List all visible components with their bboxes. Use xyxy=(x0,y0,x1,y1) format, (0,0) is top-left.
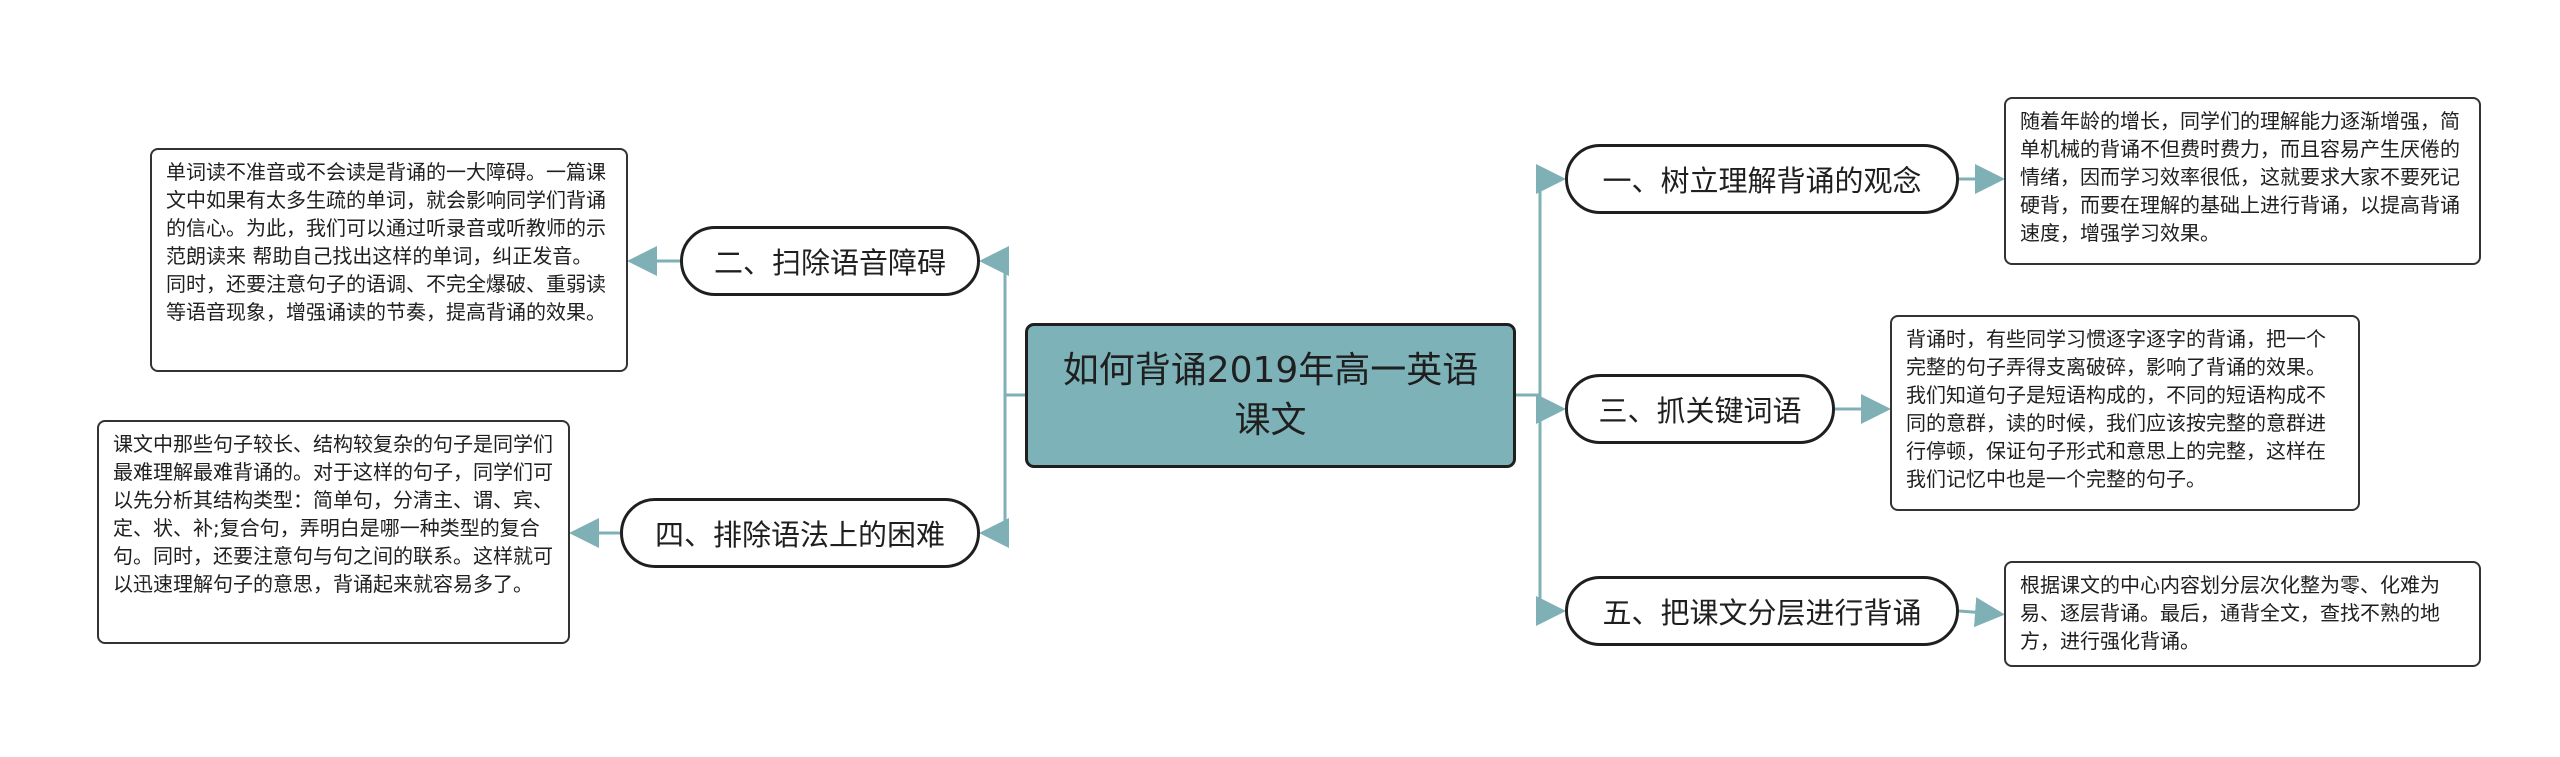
branch-topic-4-label: 四、排除语法上的困难 xyxy=(654,518,945,552)
branch-topic-2-label: 二、扫除语音障碍 xyxy=(713,246,946,280)
connector-root-b4 xyxy=(979,395,1009,548)
branch-topic-5[interactable]: 五、把课文分层进行背诵 xyxy=(1565,576,1959,646)
detail-note-3[interactable]: 背诵时，有些同学习惯逐字逐字的背诵，把一个完整的句子弄得支离破碎，影响了背诵的效… xyxy=(1890,315,2360,511)
connector-root-b5 xyxy=(1536,395,1566,626)
branch-topic-5-label: 五、把课文分层进行背诵 xyxy=(1602,596,1922,630)
branch-topic-4[interactable]: 四、排除语法上的困难 xyxy=(620,498,980,568)
detail-note-2[interactable]: 单词读不准音或不会读是背诵的一大障碍。一篇课文中如果有太多生疏的单词，就会影响同… xyxy=(150,148,628,372)
branch-topic-3[interactable]: 三、抓关键词语 xyxy=(1565,374,1835,444)
central-topic[interactable]: 如何背诵2019年高一英语课文 xyxy=(1025,323,1516,468)
connector-b5-d5 xyxy=(1958,597,2005,628)
connector-root-b3 xyxy=(1536,394,1566,424)
connector-root-b2 xyxy=(979,246,1025,397)
branch-topic-1[interactable]: 一、树立理解背诵的观念 xyxy=(1565,144,1959,214)
branch-topic-3-label: 三、抓关键词语 xyxy=(1598,394,1802,428)
branch-topic-2[interactable]: 二、扫除语音障碍 xyxy=(680,226,980,296)
detail-note-1[interactable]: 随着年龄的增长，同学们的理解能力逐渐增强，简单机械的背诵不但费时费力，而且容易产… xyxy=(2004,97,2481,265)
detail-note-5[interactable]: 根据课文的中心内容划分层次化整为零、化难为易、逐层背诵。最后，通背全文，查找不熟… xyxy=(2004,561,2481,667)
branch-topic-1-label: 一、树立理解背诵的观念 xyxy=(1602,164,1922,198)
central-topic-text: 如何背诵2019年高一英语课文 xyxy=(1062,349,1479,441)
connector-root-b1 xyxy=(1516,164,1566,397)
detail-note-4[interactable]: 课文中那些句子较长、结构较复杂的句子是同学们最难理解最难背诵的。对于这样的句子，… xyxy=(97,420,570,644)
